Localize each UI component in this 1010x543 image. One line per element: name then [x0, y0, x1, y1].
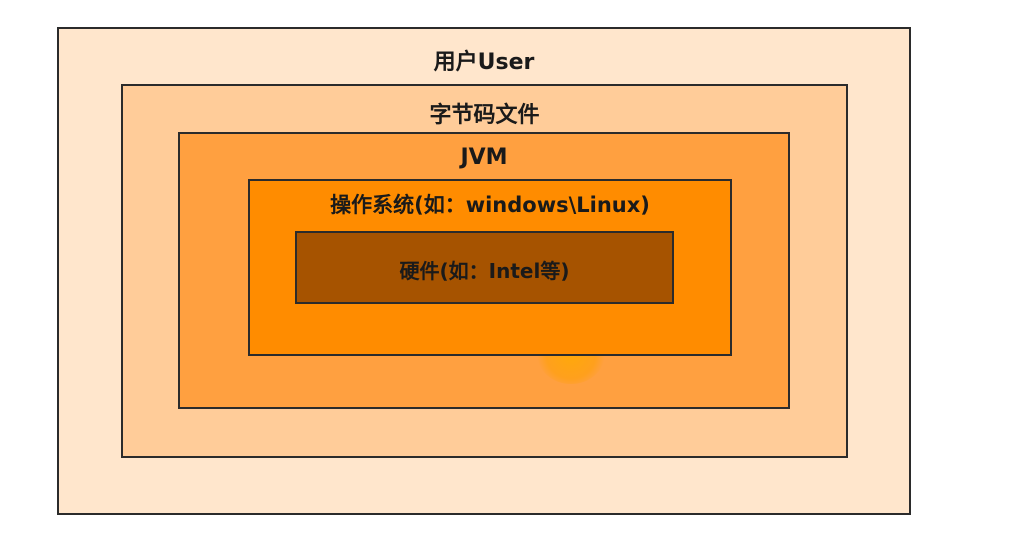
- layer-os-label: 操作系统(如：windows\Linux): [330, 193, 650, 217]
- layer-hardware: 硬件(如：Intel等): [295, 231, 674, 304]
- layer-hardware-label: 硬件(如：Intel等): [399, 259, 570, 283]
- layer-user-label: 用户User: [433, 50, 535, 75]
- layer-jvm-label: JVM: [460, 145, 508, 170]
- layer-bytecode-label: 字节码文件: [429, 103, 540, 128]
